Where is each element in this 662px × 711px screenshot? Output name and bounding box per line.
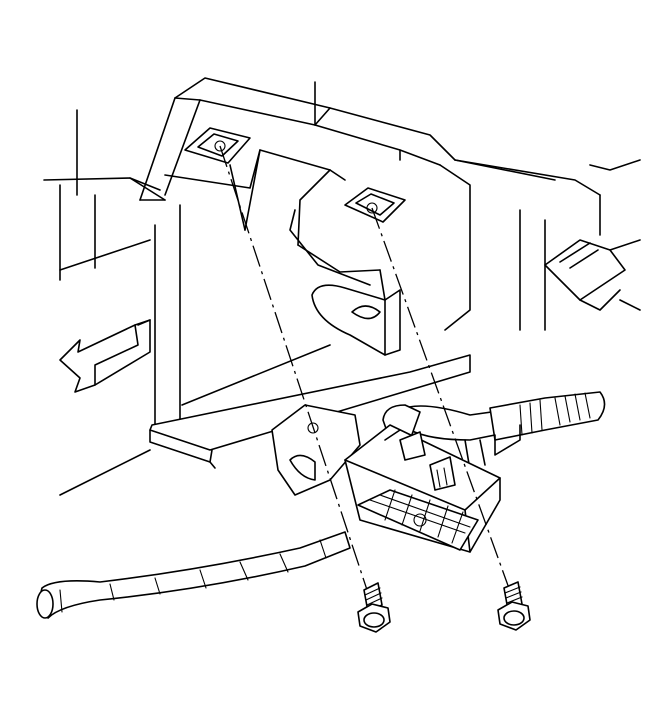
connector-grid [357, 489, 479, 551]
wiring-harness [36, 531, 351, 619]
sensor-module [271, 404, 501, 553]
bolt-icon [357, 582, 391, 633]
background-structure [43, 109, 181, 496]
bolt-icon [497, 581, 531, 631]
direction-arrow [59, 319, 151, 393]
right-clip [544, 239, 641, 311]
right-bolt [497, 581, 531, 631]
left-bolt [357, 582, 391, 633]
arrow-left-icon [59, 324, 139, 393]
mounting-bracket [139, 77, 641, 469]
alignment-lines [219, 145, 516, 606]
